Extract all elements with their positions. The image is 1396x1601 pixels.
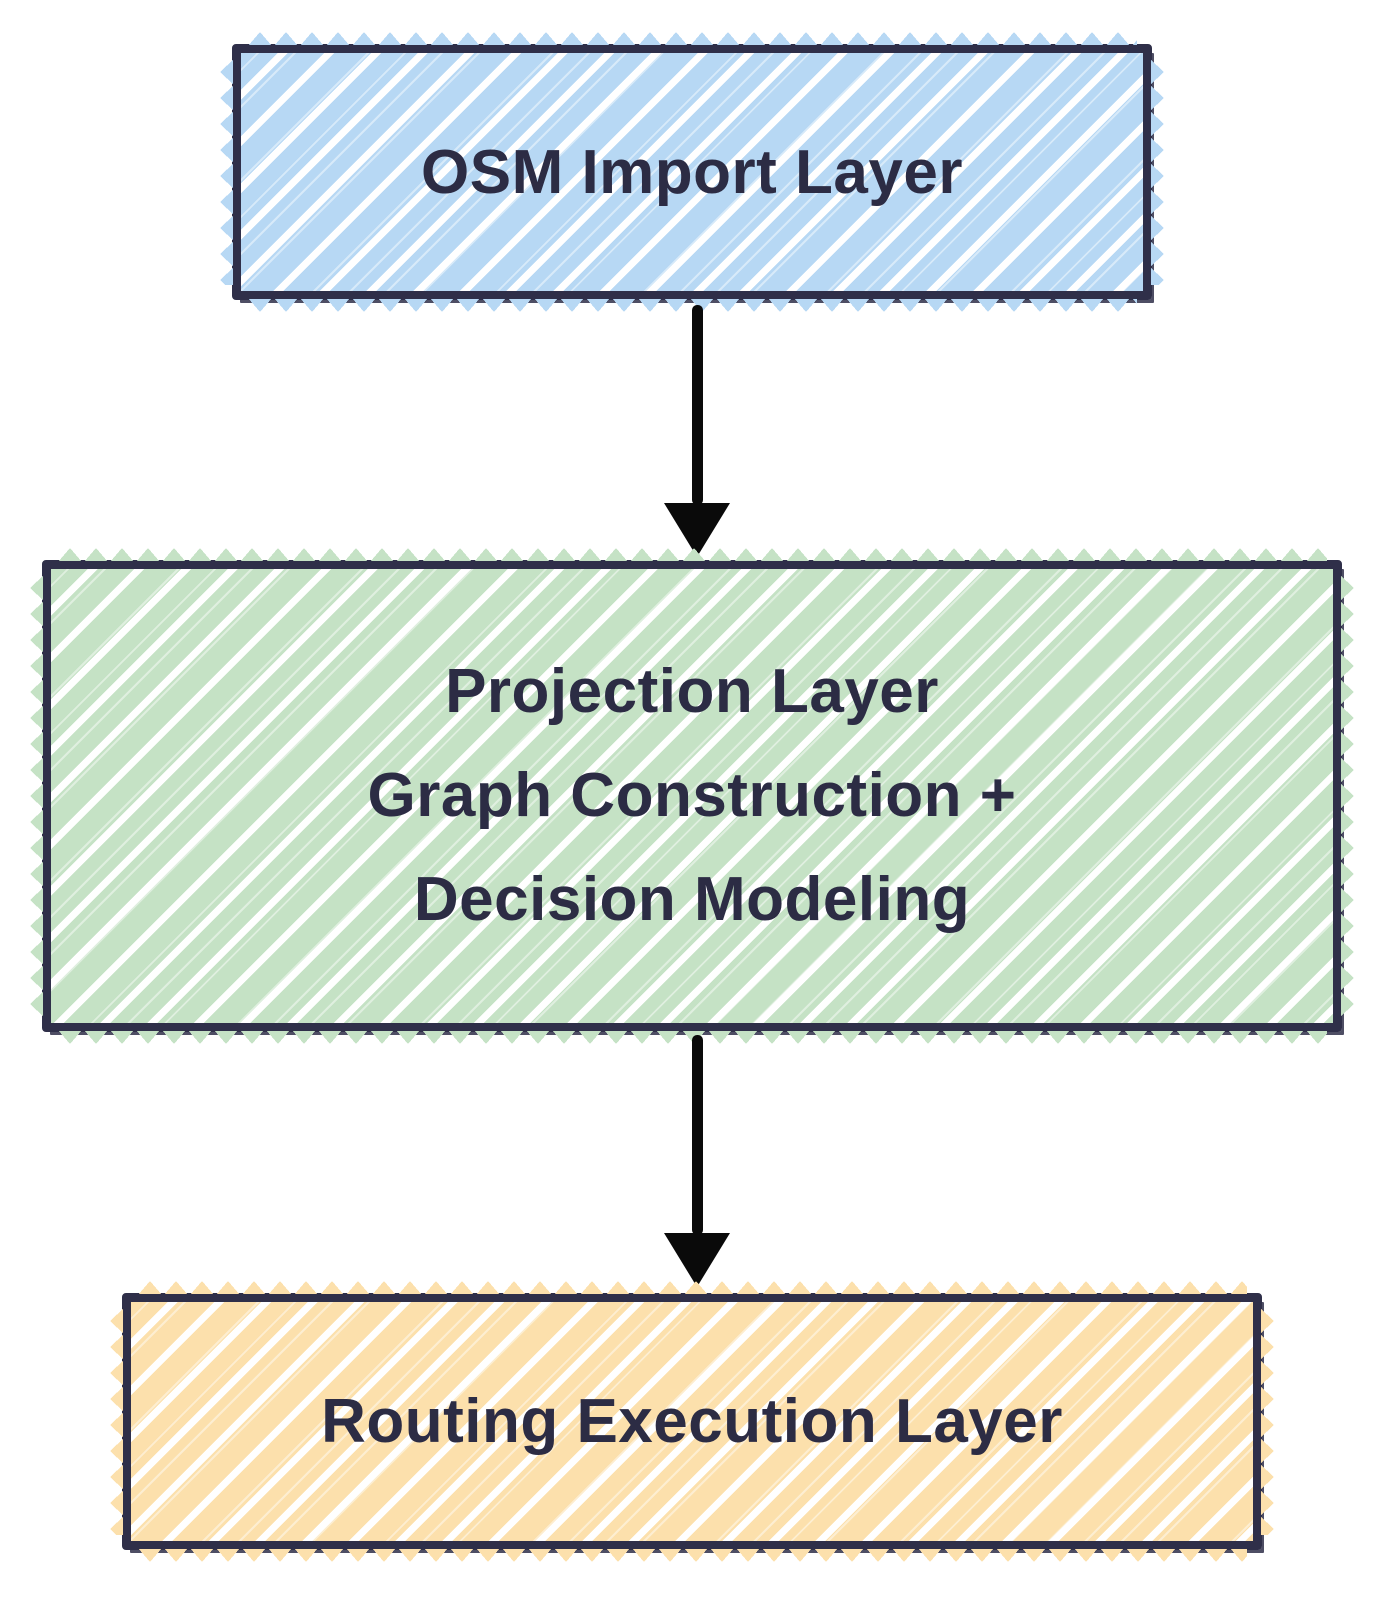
hatch-spikes-left (110, 1308, 123, 1535)
arrowhead-down-icon (664, 1233, 730, 1287)
hatch-spikes-top (247, 32, 1137, 45)
node-label-line-1: Projection Layer (445, 657, 939, 726)
hatch-spikes-bottom (137, 1549, 1247, 1562)
hatch-spikes-right (1151, 59, 1164, 285)
arrow-osm-to-projection (664, 305, 730, 557)
hatch-spikes-left (220, 59, 233, 285)
arrow-stem (691, 1035, 703, 1235)
hatch-spikes-right (1341, 575, 1354, 1017)
node-routing-execution-layer: Routing Execution Layer (110, 1281, 1274, 1562)
node-label-projection-layer: Projection Layer Graph Construction + De… (368, 640, 1017, 952)
node-osm-import-layer: OSM Import Layer (220, 32, 1164, 312)
node-label-routing-execution-layer: Routing Execution Layer (321, 1387, 1063, 1456)
node-label-osm-import-layer: OSM Import Layer (421, 137, 963, 207)
node-label-line-2: Graph Construction + (367, 761, 1017, 830)
hatch-spikes-right (1261, 1308, 1274, 1535)
arrow-stem (691, 305, 703, 505)
arrowhead-down-icon (664, 503, 730, 557)
hatch-spikes-left (30, 575, 43, 1017)
node-projection-layer: Projection Layer Graph Construction + De… (30, 548, 1354, 1044)
arrow-projection-to-routing (664, 1035, 730, 1287)
node-label-line-3: Decision Modeling (413, 865, 971, 934)
